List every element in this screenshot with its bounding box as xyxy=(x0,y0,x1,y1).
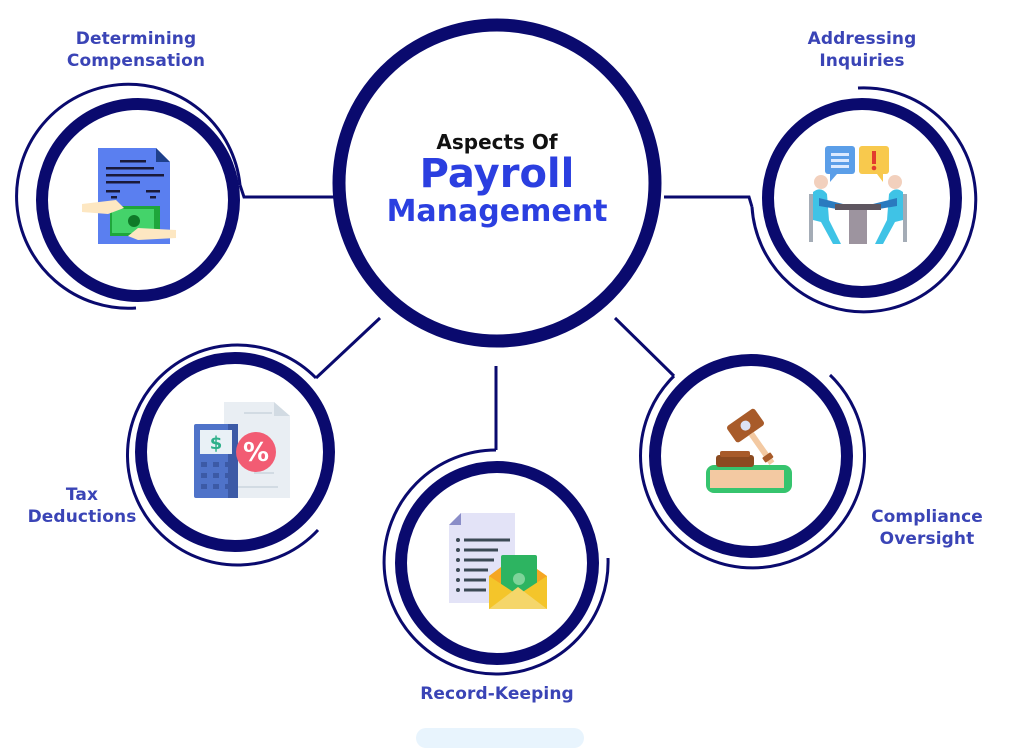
svg-text:$: $ xyxy=(210,433,223,454)
tax-calculator-icon: $ % xyxy=(194,402,290,498)
connectors xyxy=(238,184,754,450)
records-envelope-icon xyxy=(449,513,547,609)
center-title-prefix: Aspects Of xyxy=(436,130,558,154)
label-tax-deductions: Tax Deductions xyxy=(12,484,152,528)
svg-text:%: % xyxy=(243,438,269,468)
center-title-line2: Management xyxy=(386,194,608,229)
label-line: Addressing xyxy=(807,29,917,49)
salary-document-icon xyxy=(82,148,176,244)
label-line: Determining xyxy=(75,29,197,49)
gavel-book-icon xyxy=(706,408,792,493)
meeting-discussion-icon xyxy=(809,146,907,244)
label-line: Tax xyxy=(65,485,99,505)
node-ring-top-right xyxy=(750,86,978,314)
label-line: Oversight xyxy=(879,529,975,549)
label-line: Deductions xyxy=(27,507,137,527)
label-addressing-inquiries: Addressing Inquiries xyxy=(772,28,952,72)
center-title-line1: Payroll xyxy=(419,151,575,197)
connector-middle-right xyxy=(613,316,676,378)
center-circle xyxy=(332,18,662,348)
label-line: Record-Keeping xyxy=(420,684,574,704)
connector-top-left xyxy=(238,184,336,199)
bottom-decorative-pill xyxy=(416,728,584,748)
connector-top-right xyxy=(664,195,754,208)
label-compliance-oversight: Compliance Oversight xyxy=(852,506,1002,550)
label-line: Inquiries xyxy=(819,51,905,71)
label-line: Compliance xyxy=(871,507,983,527)
label-determining-compensation: Determining Compensation xyxy=(36,28,236,72)
connector-middle-left xyxy=(314,316,382,380)
label-record-keeping: Record-Keeping xyxy=(386,683,608,705)
label-line: Compensation xyxy=(66,51,206,71)
center-title: Aspects Of Payroll Management xyxy=(347,130,647,230)
